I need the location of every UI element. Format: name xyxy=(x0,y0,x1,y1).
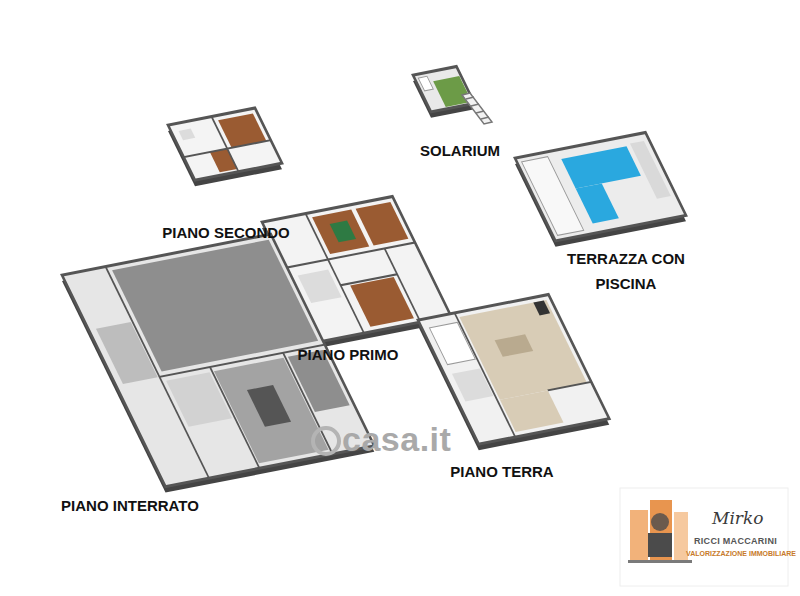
floor-label: PIANO SECONDO xyxy=(162,224,290,241)
watermark-icon xyxy=(313,428,339,454)
floor-label: PIANO INTERRATO xyxy=(61,497,199,514)
floor-label: SOLARIUM xyxy=(420,142,500,159)
logo-slogan: VALORIZZAZIONE IMMOBILIARE xyxy=(686,550,796,557)
floor-label: PIANO PRIMO xyxy=(298,346,399,363)
solarium-plan xyxy=(413,67,475,112)
watermark: casa.it xyxy=(342,420,451,459)
terrace-plan xyxy=(515,133,686,241)
solarium-stairs xyxy=(462,93,492,124)
logo-brand: RICCI MACCARINI xyxy=(694,536,777,546)
floor-label: PIANO TERRA xyxy=(450,463,553,480)
logo-signature: Mirko xyxy=(712,508,764,528)
agent-logo xyxy=(620,488,788,586)
floor-label: TERRAZZA CON PISCINA xyxy=(566,246,686,296)
